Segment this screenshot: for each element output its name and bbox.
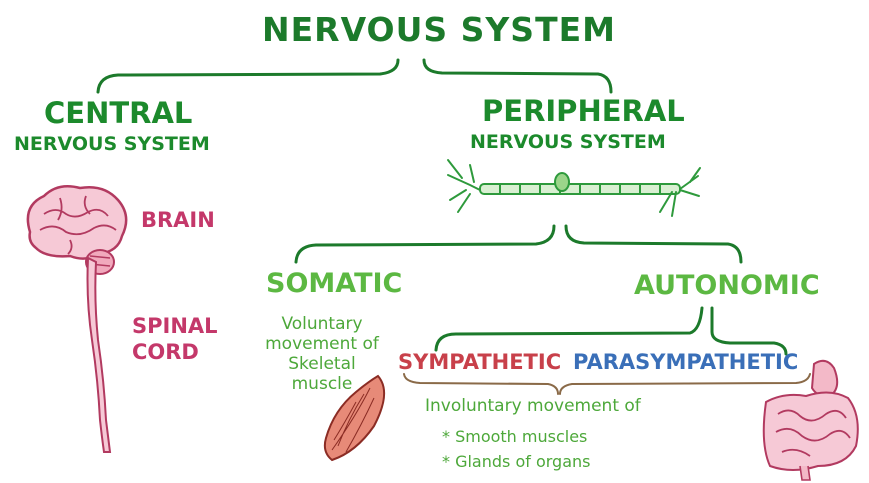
- parasympathetic-label: PARASYMPATHETIC: [573, 350, 799, 374]
- peripheral-sublabel: NERVOUS SYSTEM: [470, 131, 666, 153]
- diagram-title: NERVOUS SYSTEM: [262, 10, 616, 49]
- intestines-icon: [762, 359, 859, 481]
- autonomic-label: AUTONOMIC: [634, 270, 820, 301]
- autonomic-description: Involuntary movement of: [425, 396, 641, 416]
- autonomic-bullet: * Glands of organs: [442, 452, 591, 471]
- brain-label: BRAIN: [141, 208, 215, 232]
- sympathetic-label: SYMPATHETIC: [398, 350, 562, 374]
- neuron-icon: [447, 159, 701, 217]
- somatic-label: SOMATIC: [266, 268, 403, 299]
- spinal-cord-label: SPINAL CORD: [132, 314, 218, 364]
- autonomic-bullet: * Smooth muscles: [442, 427, 588, 446]
- spinal-cord-icon: [86, 256, 112, 453]
- division-bracket: [403, 373, 811, 395]
- peripheral-label: PERIPHERAL: [482, 94, 685, 128]
- brain-icon: [26, 185, 128, 275]
- central-label: CENTRAL: [44, 96, 193, 130]
- peripheral-bracket: [294, 224, 743, 264]
- top-bracket: [96, 58, 613, 94]
- skeletal-muscle-icon: [323, 374, 385, 462]
- somatic-description: Voluntary movement of Skeletal muscle: [265, 314, 379, 394]
- autonomic-bracket: [434, 306, 788, 356]
- central-sublabel: NERVOUS SYSTEM: [14, 133, 210, 155]
